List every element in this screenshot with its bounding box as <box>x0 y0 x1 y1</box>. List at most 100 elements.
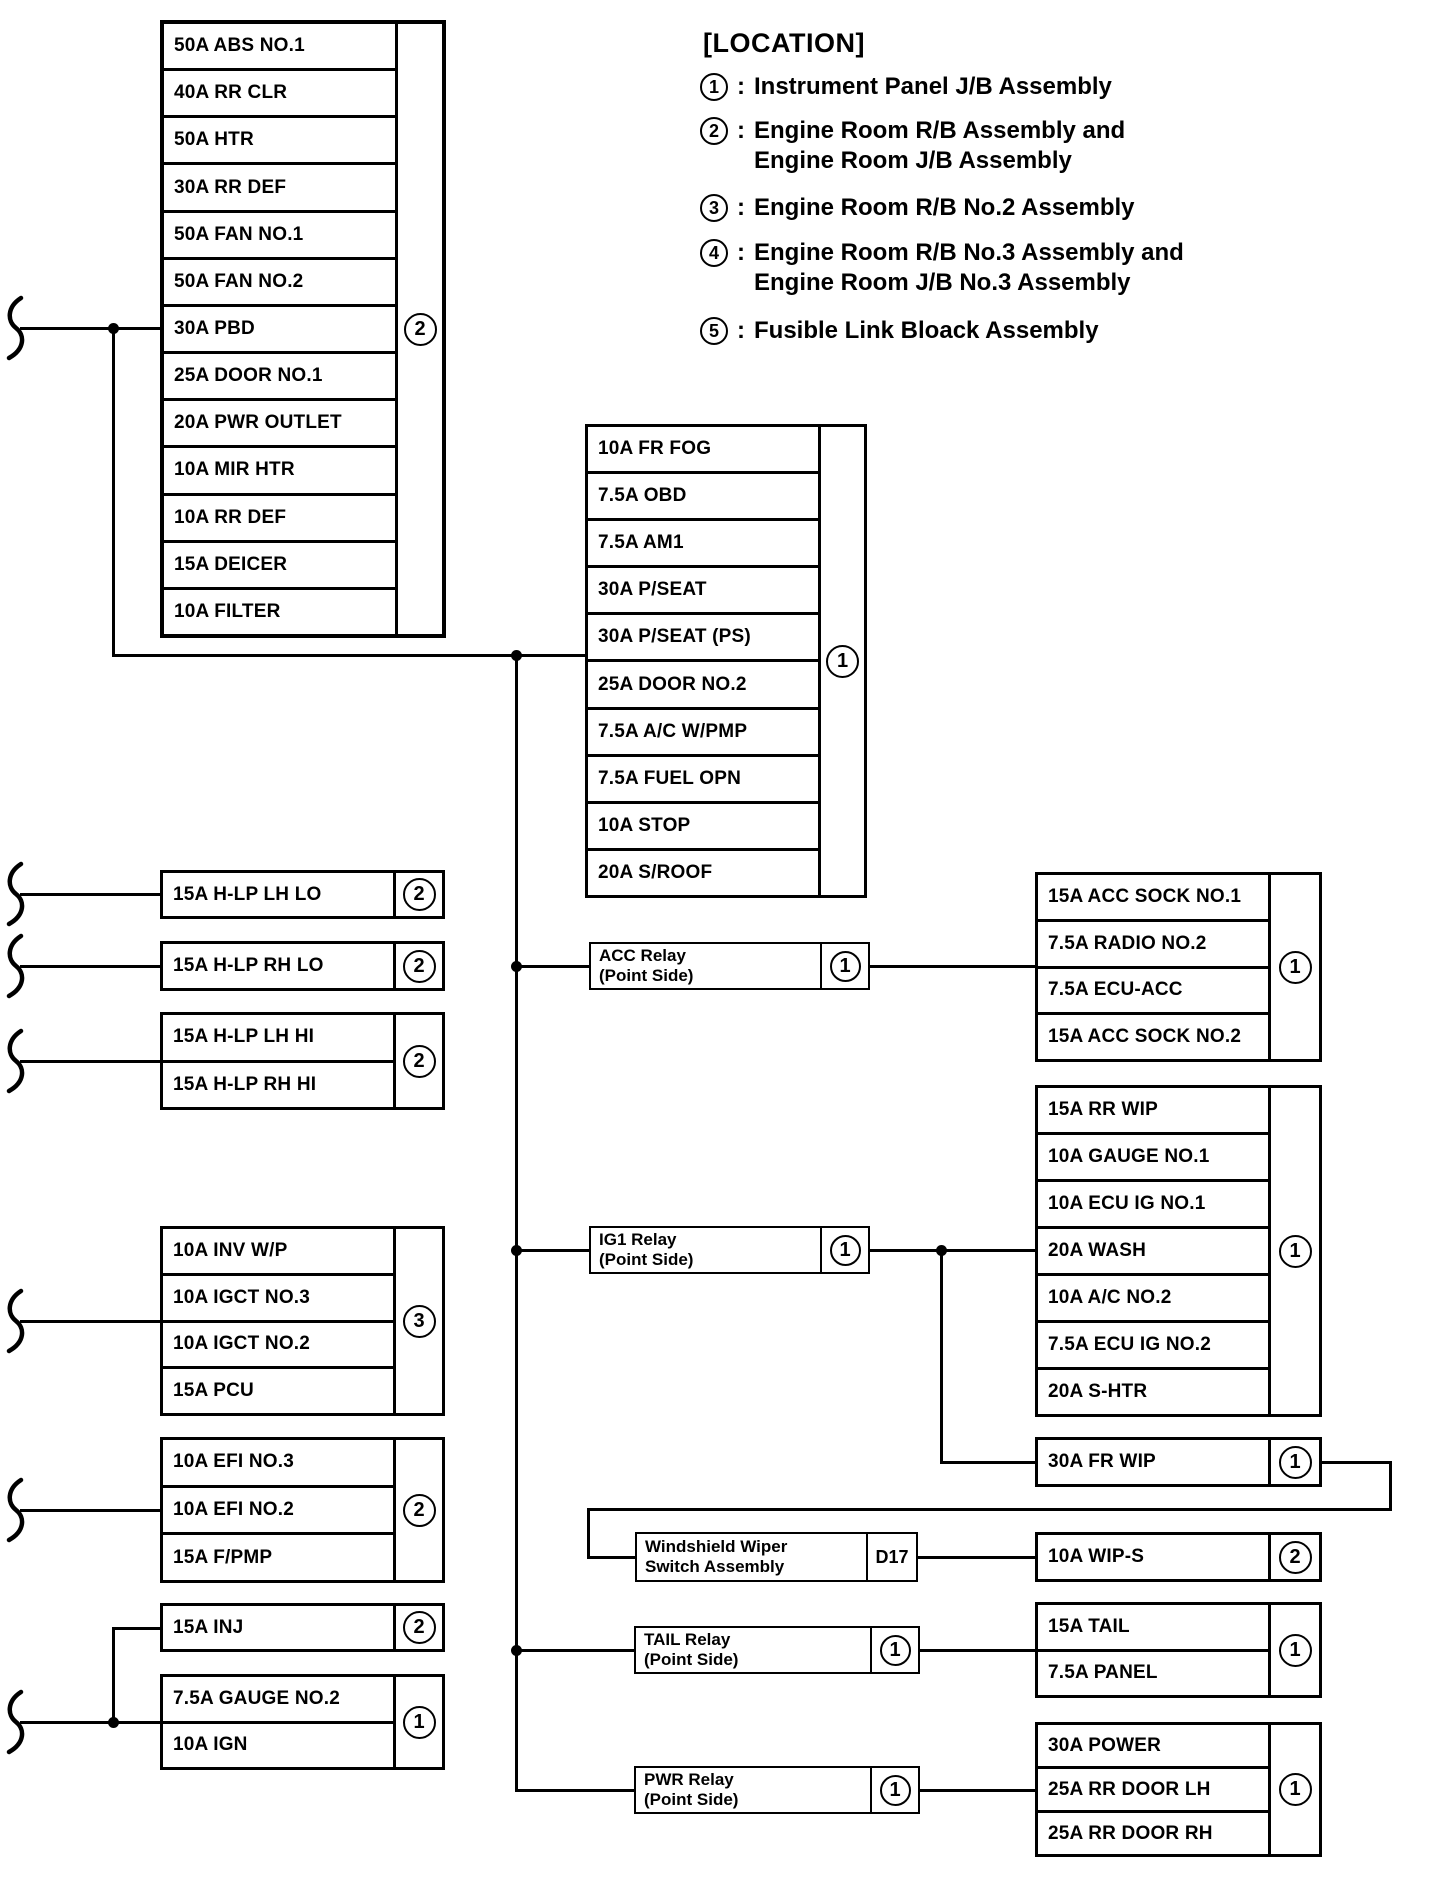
wire <box>112 327 115 657</box>
junction-dot <box>511 961 522 972</box>
fuse-label: 7.5A FUEL OPN <box>588 757 818 804</box>
relay-name: TAIL Relay <box>644 1630 731 1649</box>
wire <box>868 965 1037 968</box>
location-1-badge: 1 <box>700 73 728 101</box>
fuse-label: 50A HTR <box>164 118 395 166</box>
fuse-label: 30A PBD <box>164 307 395 355</box>
wire-break-icon <box>6 1288 25 1354</box>
wire <box>515 965 591 968</box>
fuse-label: 40A RR CLR <box>164 71 395 119</box>
location-3-badge: 3 <box>700 194 728 222</box>
location-badge: 1 <box>879 1634 911 1666</box>
legend-item-text: Engine Room R/B No.3 Assembly and <box>754 239 1184 266</box>
legend-item-text: Engine Room R/B Assembly and <box>754 117 1126 144</box>
fuse-label: 15A INJ <box>173 1616 244 1638</box>
fuse-box-instrument-panel: 10A FR FOG 7.5A OBD 7.5A AM1 30A P/SEAT … <box>585 424 867 898</box>
fuse-label: 30A RR DEF <box>164 165 395 213</box>
junction-dot <box>511 650 522 661</box>
legend-item-1: 1 : Instrument Panel J/B Assembly <box>700 72 1112 102</box>
fuse-label: 7.5A PANEL <box>1048 1662 1158 1684</box>
junction-dot <box>936 1245 947 1256</box>
fuse-label: 10A EFI NO.3 <box>163 1440 393 1488</box>
relay-side: (Point Side) <box>599 966 694 985</box>
location-badge: 2 <box>403 312 437 346</box>
junction-dot <box>108 323 119 334</box>
relay-side: (Point Side) <box>644 1650 739 1669</box>
fuse-box-efi: 10A EFI NO.3 10A EFI NO.2 15A F/PMP 2 <box>160 1437 445 1583</box>
wire-break-icon <box>6 295 25 361</box>
legend-item-text: Fusible Link Bloack Assembly <box>754 317 1099 344</box>
fuse-box-tail: 15A TAIL 7.5A PANEL 1 <box>1035 1602 1322 1698</box>
fuse-label: 15A DEICER <box>164 543 395 590</box>
legend-item-4: 4 : Engine Room R/B No.3 Assembly and En… <box>700 238 1184 298</box>
location-badge: 2 <box>402 949 436 983</box>
legend-item-3: 3 : Engine Room R/B No.2 Assembly <box>700 193 1135 223</box>
fuse-label: 15A H-LP LH LO <box>173 883 322 905</box>
fuse-label: 30A POWER <box>1038 1725 1268 1769</box>
location-badge: 1 <box>1278 1234 1312 1268</box>
fuse-label: 10A MIR HTR <box>164 448 395 496</box>
wire <box>587 1508 590 1559</box>
wire <box>112 1627 115 1724</box>
location-badge: 1 <box>1278 950 1312 984</box>
relay-name: ACC Relay <box>599 946 686 965</box>
legend-item-2: 2 : Engine Room R/B Assembly and Engine … <box>700 116 1125 176</box>
location-5-badge: 5 <box>700 317 728 345</box>
wire <box>918 1789 1037 1792</box>
wire <box>20 1320 162 1323</box>
fuse-box-pwr: 30A POWER 25A RR DOOR LH 25A RR DOOR RH … <box>1035 1722 1322 1857</box>
wire <box>515 654 518 1792</box>
fuse-label: 25A RR DOOR LH <box>1038 1769 1268 1813</box>
fuse-label: 15A H-LP RH LO <box>173 955 324 976</box>
ig1-relay-box: IG1 Relay (Point Side) 1 <box>589 1226 870 1274</box>
wire <box>20 965 162 968</box>
pwr-relay-box: PWR Relay (Point Side) 1 <box>634 1766 920 1814</box>
wire <box>916 1556 1037 1559</box>
fuse-label: 10A INV W/P <box>163 1229 393 1276</box>
fuse-label: 50A ABS NO.1 <box>164 24 395 72</box>
fuse-label: 10A IGCT NO.2 <box>163 1323 393 1370</box>
fuse-label: 10A EFI NO.2 <box>163 1488 393 1536</box>
fuse-box-hlp-rh-lo: 15A H-LP RH LO 2 <box>160 941 445 991</box>
junction-dot <box>511 1245 522 1256</box>
legend-item-text: Instrument Panel J/B Assembly <box>754 73 1112 100</box>
wire <box>20 1721 162 1724</box>
wire <box>515 1249 591 1252</box>
fuse-label: 10A FILTER <box>174 600 281 622</box>
wire <box>940 1461 1037 1464</box>
fuse-label: 10A WIP-S <box>1048 1546 1145 1567</box>
legend-colon: : <box>737 194 745 221</box>
wire <box>20 1509 162 1512</box>
fuse-label: 25A DOOR NO.2 <box>588 662 818 710</box>
fuse-label: 15A TAIL <box>1038 1605 1268 1652</box>
fuse-label: 15A F/PMP <box>173 1546 273 1568</box>
legend-colon: : <box>737 239 745 266</box>
fuse-label: 10A IGCT NO.3 <box>163 1276 393 1323</box>
connector-code: D17 <box>875 1546 909 1567</box>
fuse-box-engine-room: 50A ABS NO.1 40A RR CLR 50A HTR 30A RR D… <box>160 20 446 638</box>
fuse-label: 15A PCU <box>173 1380 254 1402</box>
fuse-label: 15A ACC SOCK NO.2 <box>1048 1026 1242 1048</box>
relay-side: (Point Side) <box>599 1250 694 1269</box>
relay-side: (Point Side) <box>644 1790 739 1809</box>
location-badge: 1 <box>1278 1445 1312 1479</box>
tail-relay-box: TAIL Relay (Point Side) 1 <box>634 1626 920 1674</box>
wire <box>587 1556 637 1559</box>
fuse-label: 30A P/SEAT (PS) <box>588 615 818 663</box>
legend-item-text: Engine Room R/B No.2 Assembly <box>754 194 1135 221</box>
wire-break-icon <box>6 1028 25 1094</box>
wire <box>1389 1461 1392 1511</box>
legend-item-5: 5 : Fusible Link Bloack Assembly <box>700 316 1099 346</box>
relay-name: PWR Relay <box>644 1770 734 1789</box>
wire <box>515 1789 636 1792</box>
location-badge: 1 <box>826 644 859 678</box>
wire <box>940 1249 943 1464</box>
fuse-label: 50A FAN NO.1 <box>164 213 395 260</box>
fuse-box-inj: 15A INJ 2 <box>160 1603 445 1652</box>
fuse-box-fr-wip: 30A FR WIP 1 <box>1035 1437 1322 1487</box>
legend-item-text: Engine Room J/B Assembly <box>754 147 1072 174</box>
location-badge: 1 <box>829 1234 861 1266</box>
location-badge: 3 <box>402 1304 436 1338</box>
wire <box>20 327 162 330</box>
